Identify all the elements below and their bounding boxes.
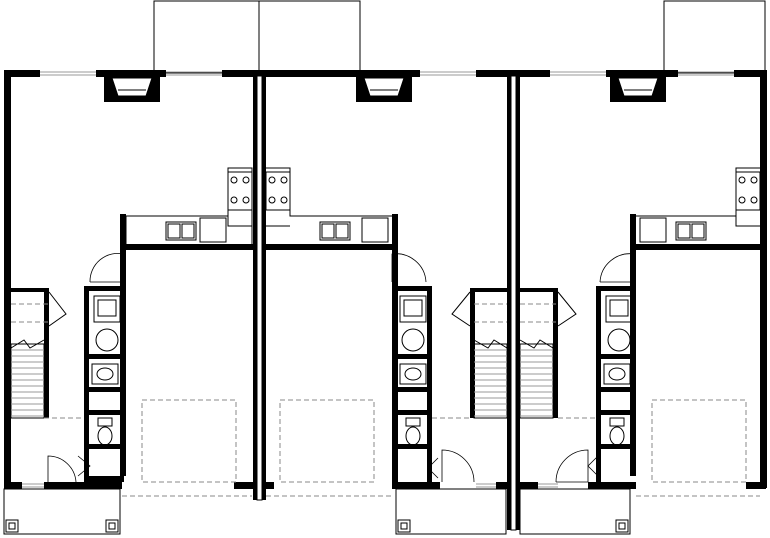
range-icon (265, 171, 291, 211)
kitchens (125, 167, 761, 244)
garage-car-right (651, 399, 747, 483)
garage-car-left (141, 399, 237, 483)
fireplace-icon (610, 76, 666, 102)
sink-icon (675, 221, 707, 241)
rear-deck-right (663, 0, 766, 74)
front-porch (3, 488, 760, 535)
washer-icon (399, 295, 427, 323)
range-icon (227, 171, 253, 211)
porch-post-icon (615, 519, 629, 533)
sink-icon (165, 221, 197, 241)
stairs (10, 303, 556, 419)
laundry-bath (91, 295, 633, 446)
doors (47, 253, 635, 483)
garages (44, 399, 747, 483)
porch-middle (395, 488, 507, 535)
exterior-walls (4, 70, 767, 489)
rear-decks (153, 0, 766, 74)
fireplaces (104, 76, 666, 102)
toilet-icon (97, 417, 113, 446)
porch-right (519, 488, 631, 535)
washer-icon (605, 295, 633, 323)
interior-walls (11, 214, 760, 486)
toilet-icon (609, 417, 625, 446)
fireplace-icon (356, 76, 412, 102)
porch-post-icon (397, 519, 411, 533)
dryer-icon (401, 328, 425, 352)
range-icon (735, 171, 761, 211)
porch-post-icon (5, 519, 19, 533)
stair-right (519, 343, 554, 419)
dryer-icon (95, 328, 119, 352)
fireplace-icon (104, 76, 160, 102)
porch-left (3, 488, 121, 535)
washer-icon (93, 295, 121, 323)
porch-post-icon (105, 519, 119, 533)
stair-middle (473, 343, 508, 419)
rear-deck-left (153, 0, 361, 74)
sink-icon (319, 221, 351, 241)
lavatory-icon (399, 363, 427, 385)
garage-car-middle (279, 399, 375, 483)
dryer-icon (607, 328, 631, 352)
toilet-icon (405, 417, 421, 446)
party-walls (253, 70, 520, 531)
stair-left (10, 343, 45, 419)
closets (48, 291, 577, 327)
lavatory-icon (91, 363, 119, 385)
lavatory-icon (603, 363, 631, 385)
